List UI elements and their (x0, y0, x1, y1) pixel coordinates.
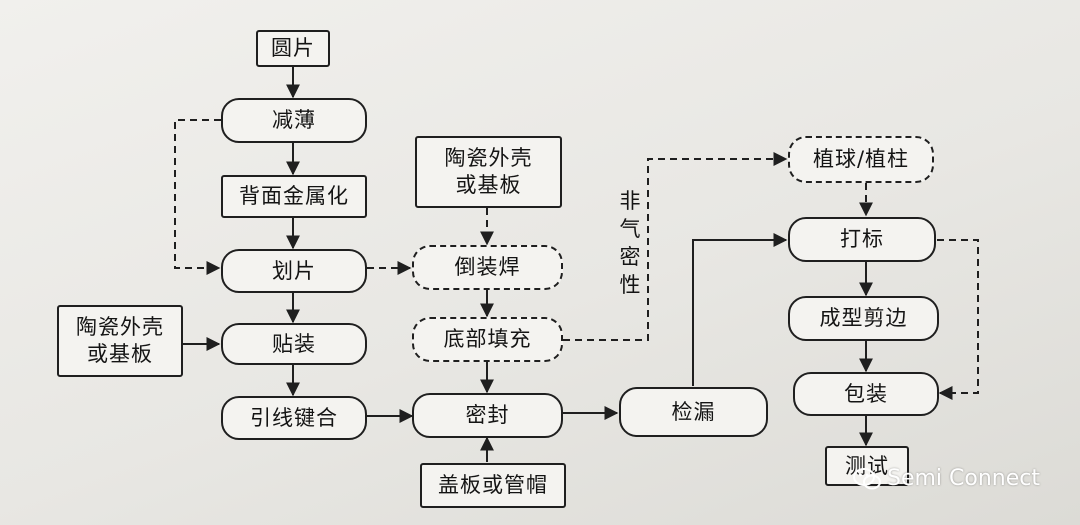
node-trim-form: 成型剪边 (788, 296, 939, 341)
edge-leaktest-marking (692, 233, 788, 386)
node-back-metallization: 背面金属化 (221, 175, 367, 218)
node-lid-or-cap: 盖板或管帽 (420, 463, 566, 508)
node-wafer: 圆片 (256, 30, 330, 67)
node-underfill: 底部填充 (412, 317, 563, 362)
node-marking: 打标 (788, 217, 936, 262)
node-ceramic-shell-left: 陶瓷外壳 或基板 (57, 305, 183, 377)
node-flip-chip: 倒装焊 (412, 245, 563, 290)
wechat-icon (852, 467, 881, 489)
watermark-text: Semi Connect (886, 466, 1040, 491)
watermark: Semi Connect (852, 466, 1040, 491)
node-leak-test: 检漏 (619, 387, 768, 437)
node-ceramic-shell-middle: 陶瓷外壳 或基板 (415, 136, 562, 208)
node-thinning: 减薄 (221, 98, 367, 143)
node-wire-bonding: 引线键合 (221, 396, 367, 440)
label-non-hermetic: 非气密性 (619, 189, 641, 297)
node-die-attach: 贴装 (221, 323, 367, 365)
node-packing: 包装 (793, 372, 939, 416)
node-sealing: 密封 (412, 393, 563, 438)
edge-thinning-bypass-dicing (174, 119, 221, 275)
edge-marking-bypass-packing (937, 239, 979, 400)
edge-underfill-bumping (563, 152, 788, 341)
node-dicing: 划片 (221, 249, 367, 293)
node-bumping: 植球/植柱 (788, 136, 934, 183)
